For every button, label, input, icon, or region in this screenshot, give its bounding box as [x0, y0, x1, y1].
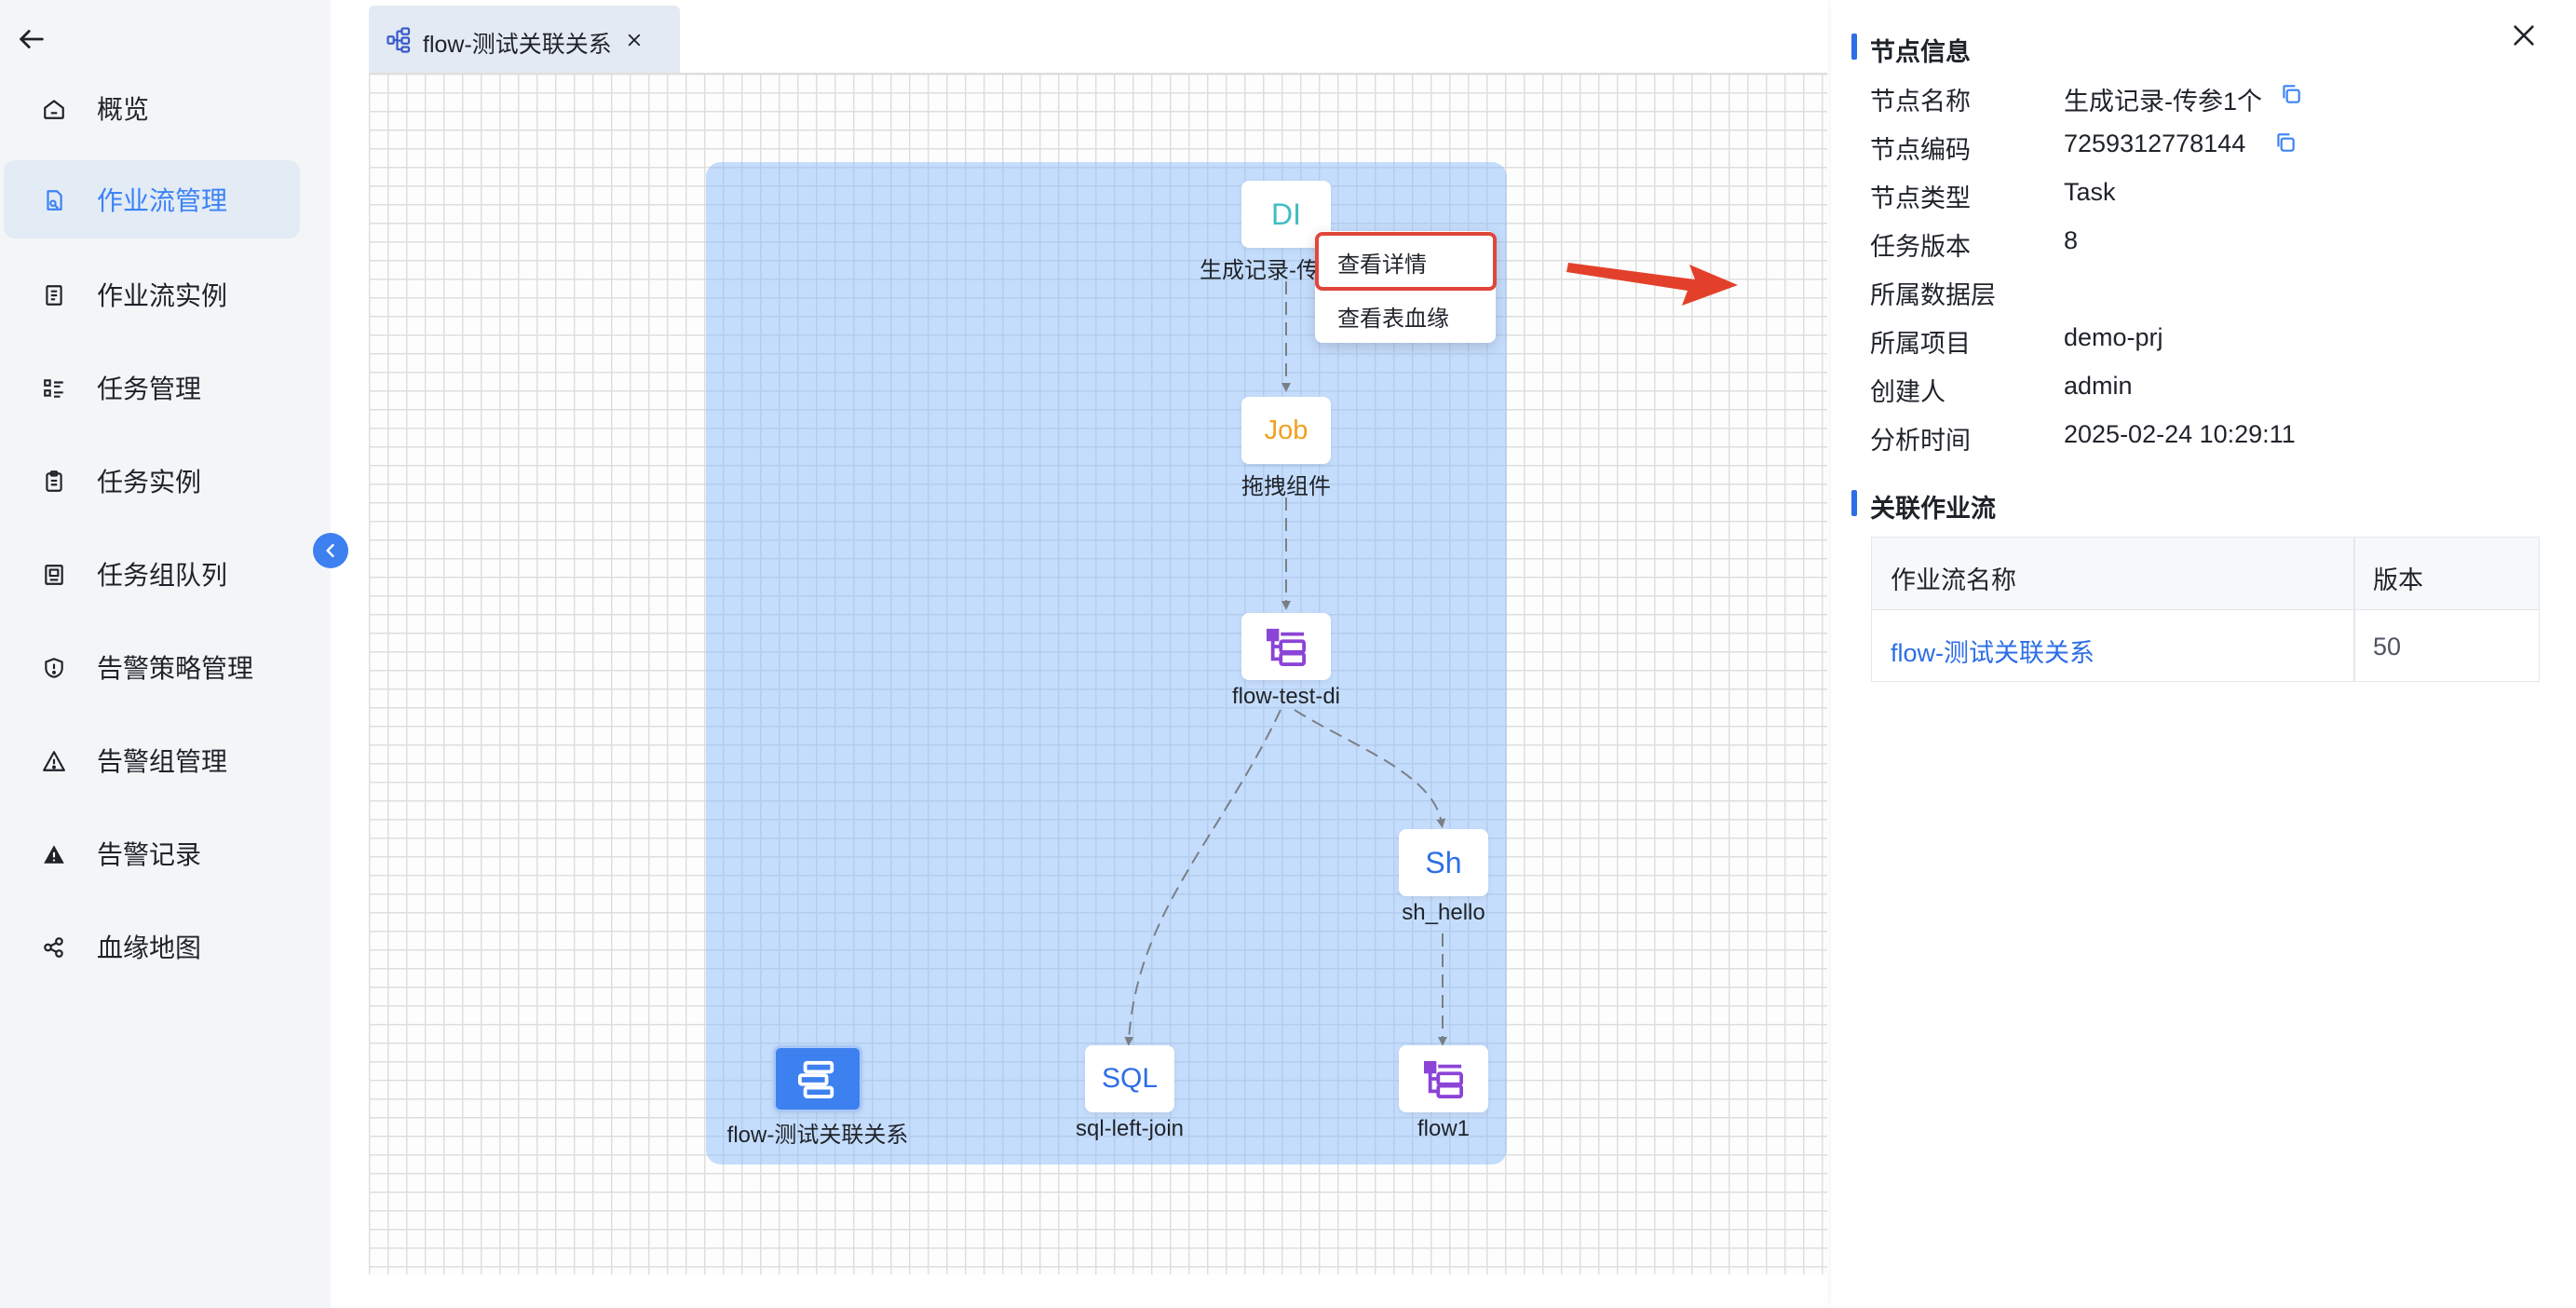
warning-triangle-icon — [41, 748, 67, 774]
sh-badge: Sh — [1425, 845, 1462, 879]
workflow-tab-icon — [386, 26, 414, 59]
node-flow1-label: flow1 — [1417, 1116, 1471, 1141]
sidebar-item-label: 任务组队列 — [97, 561, 228, 590]
node-job-label: 拖拽组件 — [1241, 474, 1331, 499]
sidebar-item-label: 告警策略管理 — [97, 654, 254, 683]
node-sh-hello-label: sh_hello — [1402, 900, 1485, 925]
info-node-type: Task — [2064, 178, 2116, 206]
sql-badge: SQL — [1101, 1063, 1159, 1094]
subflow-icon — [1423, 1060, 1463, 1098]
sidebar-item-task-group-queue[interactable]: 任务组队列 — [4, 535, 300, 613]
flow-name-link[interactable]: flow-测试关联关系 — [1891, 639, 2095, 667]
section-marker — [1851, 490, 1857, 516]
sidebar-item-alert-policy[interactable]: 告警策略管理 — [4, 628, 300, 706]
sidebar-item-overview[interactable]: 概览 — [4, 69, 300, 147]
sidebar-item-label: 作业流实例 — [97, 281, 228, 310]
clipboard-icon — [41, 469, 67, 495]
tab-workflow[interactable]: flow-测试关联关系 — [369, 6, 680, 73]
lineage-icon — [41, 934, 67, 961]
queue-icon — [41, 562, 67, 588]
related-flows-title: 关联作业流 — [1870, 495, 1996, 523]
node-info-title: 节点信息 — [1870, 38, 1971, 66]
section-marker — [1851, 34, 1857, 60]
sidebar-item-label: 任务实例 — [97, 468, 202, 497]
info-creator: admin — [2064, 372, 2133, 400]
info-label: 所属项目 — [1870, 330, 1971, 358]
node-di-label: 生成记录-传 — [1200, 258, 1319, 283]
sidebar-item-label: 告警记录 — [97, 840, 202, 869]
shield-alert-icon — [41, 655, 67, 681]
column-header-version: 版本 — [2373, 566, 2423, 594]
workflow-root-icon — [798, 1060, 834, 1098]
di-badge: DI — [1271, 197, 1301, 231]
chevron-left-icon — [326, 543, 334, 558]
arrow-left-icon — [20, 30, 44, 48]
sidebar-item-workflow-instance[interactable]: 作业流实例 — [4, 255, 300, 334]
sidebar-item-alert-group[interactable]: 告警组管理 — [4, 721, 300, 799]
sidebar-item-label: 任务管理 — [97, 375, 202, 403]
info-node-name: 生成记录-传参1个 — [2064, 88, 2263, 116]
info-label: 节点名称 — [1870, 88, 1971, 116]
workflow-doc-icon — [41, 187, 67, 213]
node-sh-hello[interactable]: Sh — [1399, 829, 1488, 896]
sidebar-item-task-management[interactable]: 任务管理 — [4, 348, 300, 427]
sidebar-item-alert-record[interactable]: 告警记录 — [4, 814, 300, 892]
node-flow1[interactable] — [1399, 1045, 1488, 1112]
sidebar-item-lineage-map[interactable]: 血缘地图 — [4, 907, 300, 986]
node-detail-panel: 节点信息 节点名称 生成记录-传参1个 节点编码 7259312778144 节… — [1831, 0, 2576, 1308]
sidebar-item-label: 血缘地图 — [97, 933, 202, 962]
close-tab-button[interactable] — [622, 28, 646, 52]
document-list-icon — [41, 282, 67, 308]
node-flow-root-label: flow-测试关联关系 — [726, 1123, 909, 1148]
info-label: 分析时间 — [1870, 427, 1971, 455]
home-icon — [41, 96, 67, 122]
column-header-name: 作业流名称 — [1891, 566, 2016, 594]
sidebar-item-workflow-management[interactable]: 作业流管理 — [4, 160, 300, 238]
node-flow-root[interactable] — [773, 1045, 862, 1112]
node-job[interactable]: Job — [1241, 397, 1331, 464]
tab-label: flow-测试关联关系 — [423, 32, 612, 58]
sidebar-item-label: 作业流管理 — [97, 186, 228, 215]
flow-version: 50 — [2373, 633, 2402, 661]
info-label: 所属数据层 — [1870, 281, 1996, 309]
sidebar: 概览 作业流管理 作业流实例 任务管理 任务实例 任务组队列 告 — [0, 0, 331, 1308]
close-icon — [2514, 25, 2534, 46]
menu-highlight-box — [1315, 232, 1497, 291]
copy-icon[interactable] — [2272, 129, 2298, 156]
sidebar-item-label: 概览 — [97, 95, 150, 124]
info-project: demo-prj — [2064, 323, 2163, 351]
node-sql-left-join[interactable]: SQL — [1085, 1045, 1174, 1112]
menu-item-view-details[interactable]: 查看详情 — [1337, 252, 1427, 278]
node-di[interactable]: DI — [1241, 181, 1331, 248]
info-label: 任务版本 — [1870, 233, 1971, 261]
table-header — [1872, 538, 2539, 610]
info-task-version: 8 — [2064, 226, 2079, 254]
copy-icon[interactable] — [2278, 81, 2304, 107]
subflow-icon — [1266, 628, 1306, 666]
collapse-sidebar-button[interactable] — [313, 533, 348, 568]
sidebar-item-label: 告警组管理 — [97, 747, 228, 776]
back-button[interactable] — [13, 20, 50, 58]
info-node-code: 7259312778144 — [2064, 129, 2246, 157]
node-flow-test-di-label: flow-test-di — [1231, 684, 1341, 709]
info-label: 节点编码 — [1870, 136, 1971, 164]
related-flows-table: 作业流名称 版本 flow-测试关联关系 50 — [1871, 537, 2540, 682]
node-flow-test-di[interactable] — [1241, 613, 1331, 680]
info-label: 节点类型 — [1870, 184, 1971, 212]
task-list-icon — [41, 375, 67, 402]
job-badge: Job — [1264, 415, 1308, 445]
column-divider — [2353, 538, 2355, 681]
menu-item-view-table-lineage[interactable]: 查看表血缘 — [1337, 307, 1449, 332]
warning-filled-icon — [41, 841, 67, 867]
info-analysis-time: 2025-02-24 10:29:11 — [2064, 420, 2296, 448]
close-panel-button[interactable] — [2507, 19, 2541, 52]
info-label: 创建人 — [1870, 378, 1946, 406]
sidebar-item-task-instance[interactable]: 任务实例 — [4, 442, 300, 520]
node-sql-left-join-label: sql-left-join — [1075, 1116, 1185, 1141]
close-icon — [628, 34, 641, 47]
